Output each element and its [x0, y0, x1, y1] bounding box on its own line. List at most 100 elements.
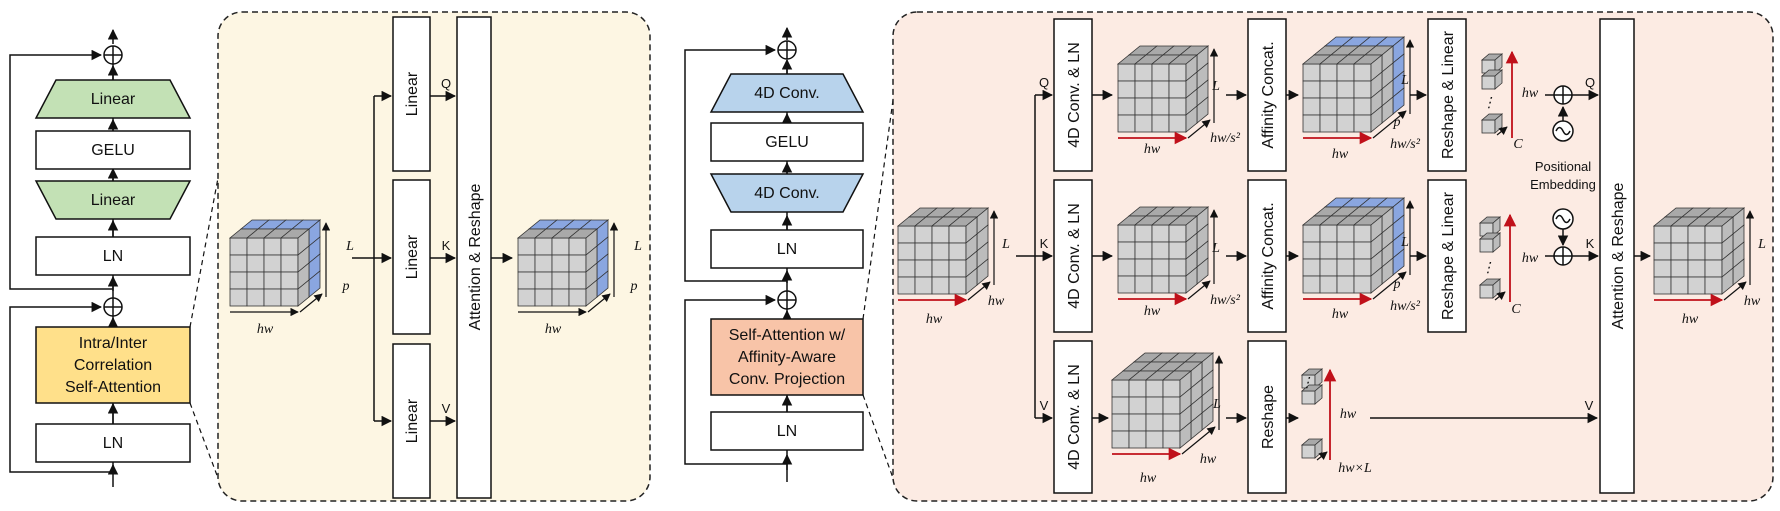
- k-label: K: [442, 238, 451, 253]
- value-token-stack: [1300, 368, 1324, 459]
- reshape-label: Reshape: [1260, 385, 1277, 449]
- cube-cell: [1353, 258, 1372, 277]
- cube-cell: [1302, 224, 1321, 243]
- gelu-label: GELU: [765, 134, 809, 151]
- cube-cell: [948, 276, 967, 295]
- cube-cell: [897, 276, 916, 295]
- linear-q-label: Linear: [404, 71, 421, 116]
- axis-hw-s2-label: hw/s²: [1390, 137, 1421, 152]
- cube-cell: [1168, 80, 1187, 99]
- token-cell: [1481, 75, 1496, 90]
- cube-cell: [1353, 114, 1372, 133]
- cube-cell: [914, 242, 933, 261]
- cube-cell: [931, 225, 950, 244]
- affinity-concat-label: Affinity Concat.: [1260, 202, 1277, 309]
- cube-cell: [229, 254, 248, 273]
- axis-hw-label: hw: [1200, 452, 1217, 467]
- v-label: V: [1040, 398, 1049, 413]
- residual-add-icon: [777, 40, 797, 60]
- cube-cell: [1134, 275, 1153, 294]
- axis-arrow: [299, 293, 323, 313]
- cube-cell: [568, 254, 587, 273]
- token-cell: [1479, 284, 1494, 299]
- linear-label: Linear: [91, 91, 136, 108]
- cube-cell: [1336, 114, 1355, 133]
- axis-hw-label: hw: [1332, 307, 1349, 322]
- linear-k-label: Linear: [404, 234, 421, 279]
- cube-cell: [1319, 80, 1338, 99]
- positional-embedding-label: Embedding: [1530, 177, 1596, 192]
- cube-cell: [263, 271, 282, 290]
- cube-cell: [948, 225, 967, 244]
- axis-hw-label: hw: [1522, 86, 1539, 101]
- cube-cell: [897, 242, 916, 261]
- cube-cell: [1111, 413, 1130, 432]
- positional-embedding-label: Positional: [1535, 159, 1591, 174]
- token-side: [1314, 368, 1323, 389]
- axis-hw-s2-label: hw/s²: [1390, 299, 1421, 314]
- cube-cell: [1145, 396, 1164, 415]
- gelu-block: [35, 130, 191, 170]
- cube-cell: [1670, 259, 1689, 278]
- axis-l-label: L: [1001, 237, 1010, 252]
- linear-block: [34, 180, 192, 220]
- reshape-block: [1247, 340, 1287, 494]
- attention-reshape-label: Attention & Reshape: [467, 184, 484, 331]
- axis-hw-label: hw: [1340, 407, 1357, 422]
- cube-cell: [1319, 63, 1338, 82]
- cube-cell: [1128, 413, 1147, 432]
- ln-block: [710, 411, 864, 451]
- cube-cell: [534, 237, 553, 256]
- cube-cell: [534, 254, 553, 273]
- cube-cell: [1134, 80, 1153, 99]
- cube-cell: [1336, 241, 1355, 260]
- cube-cell: [263, 237, 282, 256]
- cube-cell: [931, 276, 950, 295]
- right-attention-detail: hw hw L Q K V 4D Conv. & LN 4D Conv. & L…: [892, 11, 1774, 502]
- axis-l-label: L: [1400, 73, 1409, 88]
- cube-cell: [246, 254, 265, 273]
- axis-c-label: C: [1511, 302, 1521, 317]
- cube-cell: [1151, 63, 1170, 82]
- attention-reshape-block: [1599, 18, 1635, 494]
- token-side: [1492, 232, 1501, 253]
- axis-p-label: p: [342, 279, 350, 294]
- axis-hwxl-label: hw×L: [1338, 461, 1372, 476]
- cube-cell: [1319, 241, 1338, 260]
- axis-hw-s2-label: hw/s²: [1210, 293, 1241, 308]
- axis-arrow: [1181, 426, 1216, 455]
- conv4d-block: [709, 73, 865, 113]
- cube-side: [1721, 267, 1734, 295]
- axis-l-label: L: [1211, 79, 1220, 94]
- cube-cell: [931, 242, 950, 261]
- input-tensor-cube: [896, 207, 999, 307]
- token-side: [1494, 53, 1503, 74]
- left-attention-detail: hw p L Linear Linear Linear Q K V Attent…: [217, 11, 651, 502]
- residual-add-icon: [103, 297, 123, 317]
- cube-cell: [1302, 241, 1321, 260]
- key-affinity-cube: [1301, 197, 1415, 306]
- cube-cell: [1353, 275, 1372, 294]
- cube-side: [1185, 105, 1198, 133]
- positional-add-icon: [1553, 246, 1573, 266]
- token-side: [1494, 69, 1503, 90]
- axis-p-label: p: [630, 279, 638, 294]
- q-label: Q: [1039, 75, 1049, 90]
- conv-ln-label: 4D Conv. & LN: [1066, 364, 1083, 470]
- cube-cell: [1128, 430, 1147, 449]
- cube-cell: [1134, 258, 1153, 277]
- cube-cell: [914, 259, 933, 278]
- cube-cell: [551, 237, 570, 256]
- cube-cell: [1704, 242, 1723, 261]
- attention-label-line2: Affinity-Aware: [738, 349, 836, 366]
- ln-label: LN: [777, 241, 797, 258]
- axis-arrow: [1187, 119, 1211, 139]
- cube-cell: [897, 259, 916, 278]
- cube-cell: [1145, 413, 1164, 432]
- axis-l-label: L: [1212, 397, 1221, 412]
- cube-cell: [1162, 396, 1181, 415]
- cube-cell: [1653, 225, 1672, 244]
- axis-arrow: [967, 281, 991, 301]
- token-side: [1314, 384, 1323, 405]
- cube-cell: [948, 242, 967, 261]
